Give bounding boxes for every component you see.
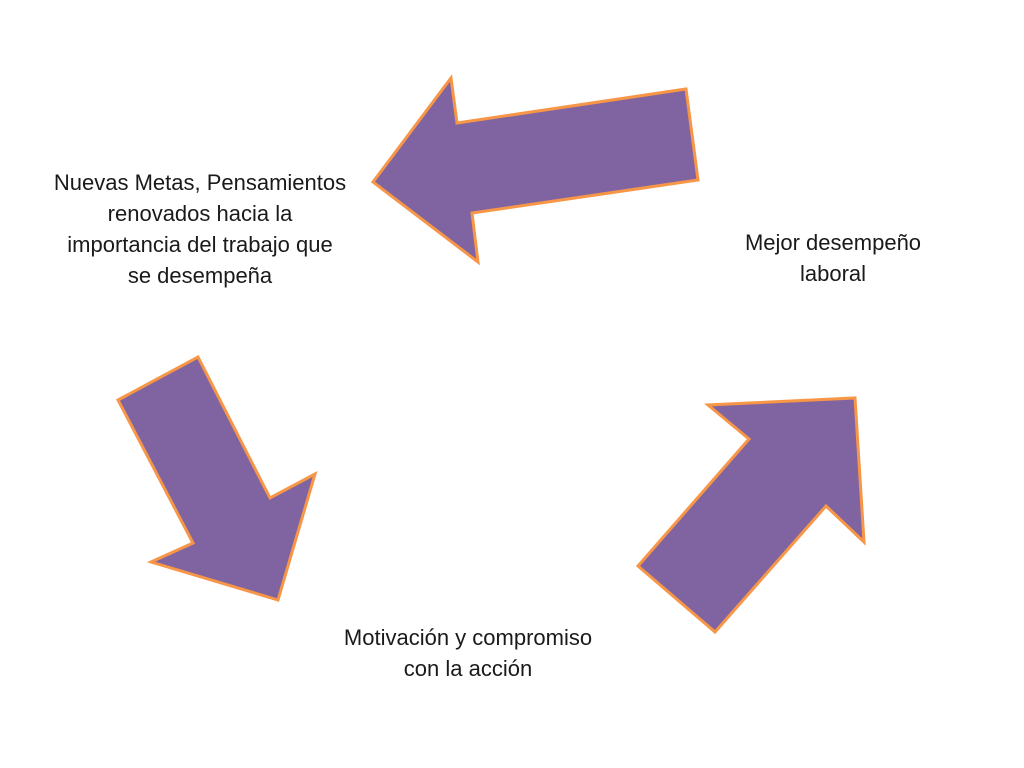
node-new-goals-line: renovados hacia la xyxy=(107,201,293,226)
arrow-to-performance xyxy=(635,396,866,635)
node-better-performance-line: laboral xyxy=(799,261,867,286)
node-new-goals-line: importancia del trabajo que xyxy=(67,232,333,257)
node-new-goals-line: se desempeña xyxy=(127,263,273,288)
node-new-goals-line: Nuevas Metas, Pensamientos xyxy=(53,170,347,195)
node-better-performance-line: Mejor desempeño xyxy=(744,230,922,255)
node-new-goals: Nuevas Metas, Pensamientos renovados hac… xyxy=(30,167,370,291)
node-motivation: Motivación y compromiso con la acción xyxy=(318,622,618,684)
node-motivation-line: con la acción xyxy=(403,656,533,681)
arrow-to-new-goals xyxy=(370,74,700,266)
node-motivation-line: Motivación y compromiso xyxy=(343,625,593,650)
arrow-to-motivation xyxy=(115,354,318,602)
node-better-performance: Mejor desempeño laboral xyxy=(708,227,958,289)
